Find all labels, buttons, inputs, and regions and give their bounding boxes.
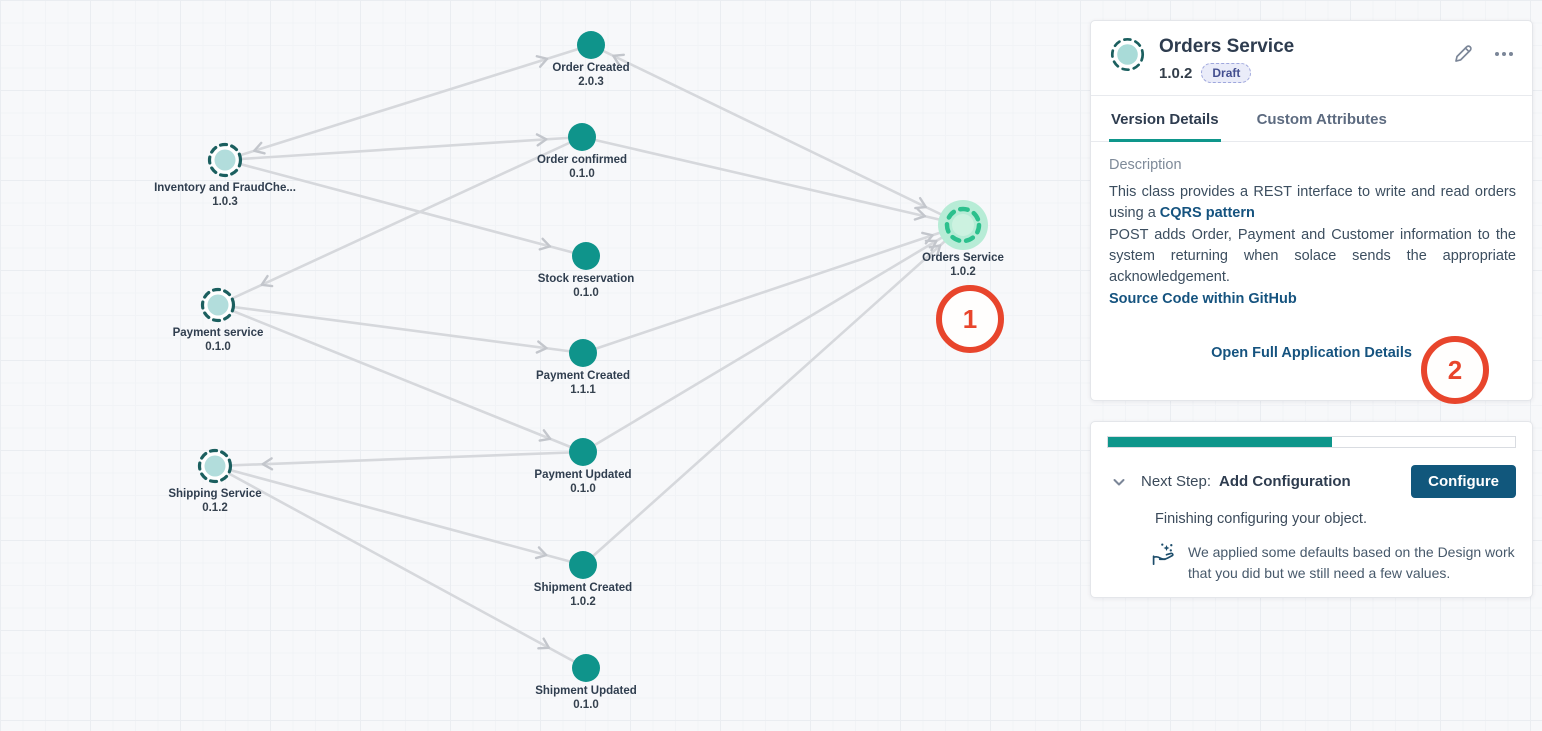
source-code-github-link[interactable]: Source Code within GitHub — [1109, 290, 1297, 307]
more-options-icon[interactable] — [1494, 51, 1514, 57]
graph-edge-arrow — [538, 429, 552, 442]
graph-edge — [581, 135, 964, 227]
application-service-icon — [1109, 36, 1146, 78]
graph-node-inventory-service-inner — [214, 149, 236, 171]
graph-edge — [590, 43, 964, 227]
next-step-panel: Next Step: Add Configuration Configure F… — [1090, 421, 1533, 598]
version-number: 1.0.2 — [1159, 64, 1193, 82]
graph-edge — [214, 450, 584, 468]
graph-node-order-confirmed[interactable] — [568, 123, 596, 151]
defaults-note-text: We applied some defaults based on the De… — [1188, 544, 1515, 581]
graph-edge — [224, 43, 592, 162]
details-panel-header: Orders Service 1.0.2 Draft — [1091, 21, 1532, 95]
magic-hand-sparkles-icon — [1151, 542, 1177, 573]
graph-node-orders-service-inner — [952, 214, 974, 236]
graph-edge-arrow — [261, 457, 274, 471]
graph-edge-arrow — [253, 141, 266, 155]
graph-edge-arrow — [535, 340, 548, 354]
description-sentence-1: This class provides a REST interface to … — [1109, 184, 1516, 222]
graph-edge — [214, 464, 584, 567]
annotation-circle-1: 1 — [936, 285, 1004, 353]
graph-edge-arrow — [928, 244, 942, 257]
configure-button[interactable]: Configure — [1411, 465, 1516, 498]
graph-edge-arrow — [537, 637, 551, 650]
graph-edge-arrow — [538, 237, 552, 251]
progress-bar-fill — [1108, 437, 1332, 447]
chevron-down-icon[interactable] — [1111, 474, 1127, 490]
open-full-application-details-link[interactable]: Open Full Application Details — [1211, 344, 1412, 361]
graph-edge-arrow — [535, 55, 549, 68]
graph-edge — [217, 303, 584, 454]
graph-node-order-created[interactable] — [577, 31, 605, 59]
annotation-number-1: 1 — [962, 303, 978, 334]
tab-custom-attributes[interactable]: Custom Attributes — [1256, 111, 1387, 128]
description-text: This class provides a REST interface to … — [1109, 182, 1516, 310]
graph-node-payment-updated[interactable] — [569, 438, 597, 466]
page-title: Orders Service — [1159, 36, 1295, 57]
graph-edge-arrow — [535, 133, 548, 147]
graph-node-payment-created[interactable] — [569, 339, 597, 367]
graph-node-shipment-created[interactable] — [569, 551, 597, 579]
progress-bar-track — [1107, 436, 1516, 448]
graph-edge-arrow — [913, 207, 927, 221]
graph-node-label-inventory-service: Inventory and FraudChe...1.0.3 — [154, 182, 296, 208]
status-badge: Draft — [1201, 63, 1252, 83]
graph-edge — [217, 135, 583, 307]
graph-edge — [582, 223, 964, 355]
graph-edge-arrow — [260, 274, 274, 288]
next-step-label: Next Step: — [1141, 473, 1212, 490]
graph-node-orders-service[interactable] — [944, 206, 982, 244]
annotation-number-2: 2 — [1447, 354, 1463, 385]
graph-edge — [217, 303, 584, 355]
annotation-circle-2: 2 — [1421, 336, 1489, 404]
tab-version-details[interactable]: Version Details — [1109, 96, 1221, 142]
edit-pencil-icon[interactable] — [1453, 43, 1474, 64]
description-sentence-2: POST adds Order, Payment and Customer in… — [1109, 226, 1516, 286]
next-step-value: Add Configuration — [1219, 473, 1351, 490]
graph-node-stock-reservation[interactable] — [572, 242, 600, 270]
cqrs-pattern-link[interactable]: CQRS pattern — [1159, 205, 1255, 222]
tab-bar: Version Details Custom Attributes — [1091, 95, 1532, 142]
graph-edge — [224, 135, 583, 162]
graph-edge — [224, 158, 587, 258]
graph-edge — [214, 464, 587, 670]
description-label: Description — [1109, 157, 1182, 173]
next-step-subtitle: Finishing configuring your object. — [1155, 511, 1367, 527]
graph-node-shipment-updated[interactable] — [572, 654, 600, 682]
graph-edge — [582, 224, 964, 566]
graph-node-payment-service-inner — [207, 294, 229, 316]
graph-edge-arrow — [914, 196, 927, 210]
graph-node-shipping-service-inner — [204, 455, 226, 477]
graph-edge-arrow — [612, 53, 626, 66]
graph-edge — [582, 223, 964, 454]
graph-edge-arrow — [534, 546, 548, 560]
